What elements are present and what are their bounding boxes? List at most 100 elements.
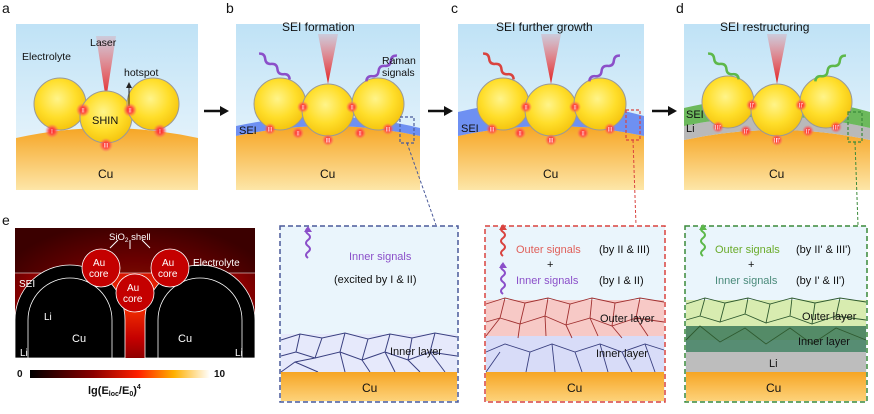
panel-e-letter: e (2, 212, 10, 228)
hotspot-label-c: III (489, 128, 494, 134)
arrow-up-icon (499, 262, 507, 268)
inset-b: Inner signals (excited by I & II) Inner … (279, 225, 459, 403)
hotspot-label-d: III' (715, 126, 721, 132)
inset-b-signals: Inner signals (349, 251, 412, 263)
au-core-label-3: Au (127, 283, 139, 294)
electrolyte-label-e: Electrolyte (193, 258, 240, 269)
colorbar-min: 0 (17, 369, 23, 380)
li-label-d: Li (686, 123, 695, 135)
cu-label-e2: Cu (178, 333, 192, 345)
laser-label: Laser (90, 37, 117, 49)
au-core-label-2: Au (162, 258, 174, 269)
inset-c-cu: Cu (567, 381, 582, 395)
hotspot-label-b: III (385, 128, 390, 134)
inset-d: Outer signals (by II' & III') + Inner si… (684, 224, 868, 403)
inset-d-outer-layer: Outer layer (802, 311, 857, 323)
au-core-label-3b: core (123, 294, 143, 305)
panel-c-letter: c (451, 0, 458, 16)
process-arrows (204, 106, 677, 116)
hotspot-label-b: II (350, 106, 354, 112)
li-label-e2: Li (20, 348, 28, 359)
li-label-e3: Li (235, 348, 243, 359)
li-label-e1: Li (44, 312, 52, 323)
panel-c: c SEI further growth SEI Cu (451, 0, 644, 190)
panel-a-letter: a (2, 0, 10, 16)
zoom-connectors (406, 139, 859, 226)
inset-c-inner-by: (by I & II) (599, 275, 644, 287)
sei-label-d: SEI (686, 109, 704, 121)
cu-label-a: Cu (98, 167, 113, 181)
raman-label-1: Raman (382, 55, 416, 67)
hotspot-label-c: III (607, 128, 612, 134)
panel-d-letter: d (676, 0, 684, 16)
inset-c-inner-layer: Inner layer (596, 348, 648, 360)
inset-d-plus: + (748, 259, 754, 271)
hotspots-d (712, 99, 842, 146)
hotspot-label-c: III (548, 139, 553, 145)
hotspot-label-c: I (550, 139, 552, 145)
panel-b-title: SEI formation (282, 20, 355, 34)
inset-c-plus: + (547, 259, 553, 271)
colorbar-label: lg(Eloc/E0)4 (88, 384, 141, 398)
inset-c-outer-by: (by II & III) (599, 244, 650, 256)
au-core-label-1b: core (89, 269, 109, 280)
hotspot-label-a: II (128, 109, 132, 115)
panel-d: d SEI restructuring SEI Li Cu (676, 0, 870, 190)
hotspot-label-c: II (518, 132, 522, 138)
arrow-up-icon (304, 226, 312, 232)
inset-d-inner-layer: Inner layer (798, 336, 850, 348)
sei-label-c: SEI (461, 123, 479, 135)
hotspot-label-b: II (296, 132, 300, 138)
inset-c-inner-signals: Inner signals (516, 275, 579, 287)
cu-label-e1: Cu (72, 333, 86, 345)
colorbar-max: 10 (214, 369, 226, 380)
panel-b: b SEI formation Raman signals SEI Cu (226, 0, 420, 190)
cu-label-b: Cu (320, 167, 335, 181)
hotspots-a (45, 103, 167, 152)
hotspot-label-d: II' (750, 104, 754, 110)
hotspot-label-b: II (301, 106, 305, 112)
panel-b-letter: b (226, 0, 234, 16)
electrolyte-label: Electrolyte (22, 51, 71, 63)
inset-d-inner-signals: Inner signals (715, 275, 778, 287)
panel-e: e SiO2 shell Electrolyte SEI Au core Au … (2, 212, 256, 398)
hotspot-label-d: III' (774, 139, 780, 145)
panel-a: a Electrolyte Laser hotspot SHIN Cu (2, 0, 198, 190)
inset-c-outer-layer: Outer layer (600, 313, 655, 325)
hotspot-label-b: III (267, 128, 272, 134)
hotspots-c (486, 101, 616, 146)
panel-d-title: SEI restructuring (720, 20, 809, 34)
hotspot-label-a: I (159, 130, 161, 136)
raman-label-2: signals (382, 67, 415, 79)
panel-c-title: SEI further growth (496, 20, 593, 34)
arrow-up-icon (699, 224, 707, 230)
cu-label-d: Cu (769, 167, 784, 181)
hotspot-label-b: I (327, 139, 329, 145)
hotspot-label-a: III (103, 144, 108, 150)
inset-d-inner-by: (by I' & II') (796, 275, 845, 287)
hotspot-label-d: II' (806, 130, 810, 136)
hotspots-b (264, 101, 394, 146)
cu-label-c: Cu (543, 167, 558, 181)
inset-d-outer-signals: Outer signals (715, 244, 780, 256)
hotspot-label-c: II (524, 106, 528, 112)
inset-d-li: Li (769, 358, 778, 370)
shin-label: SHIN (92, 115, 118, 127)
hotspot-label-a: I (51, 130, 53, 136)
inset-c: Outer signals (by II & III) + Inner sign… (484, 224, 666, 403)
sei-label-e: SEI (19, 279, 35, 290)
inset-b-inner-layer: Inner layer (390, 346, 442, 358)
inset-b-excited: (excited by I & II) (334, 274, 417, 286)
hotspot-label-b: III (325, 139, 330, 145)
inset-d-outer-by: (by II' & III') (796, 244, 851, 256)
inset-d-cu: Cu (766, 381, 781, 395)
hotspot-label-d: III' (833, 126, 839, 132)
hotspot-label-c: II (581, 132, 585, 138)
arrow-right-icon (220, 106, 229, 116)
inset-c-outer-signals: Outer signals (516, 244, 581, 256)
inset-b-cu: Cu (362, 381, 377, 395)
arrow-right-icon (444, 106, 453, 116)
arrow-right-icon (668, 106, 677, 116)
